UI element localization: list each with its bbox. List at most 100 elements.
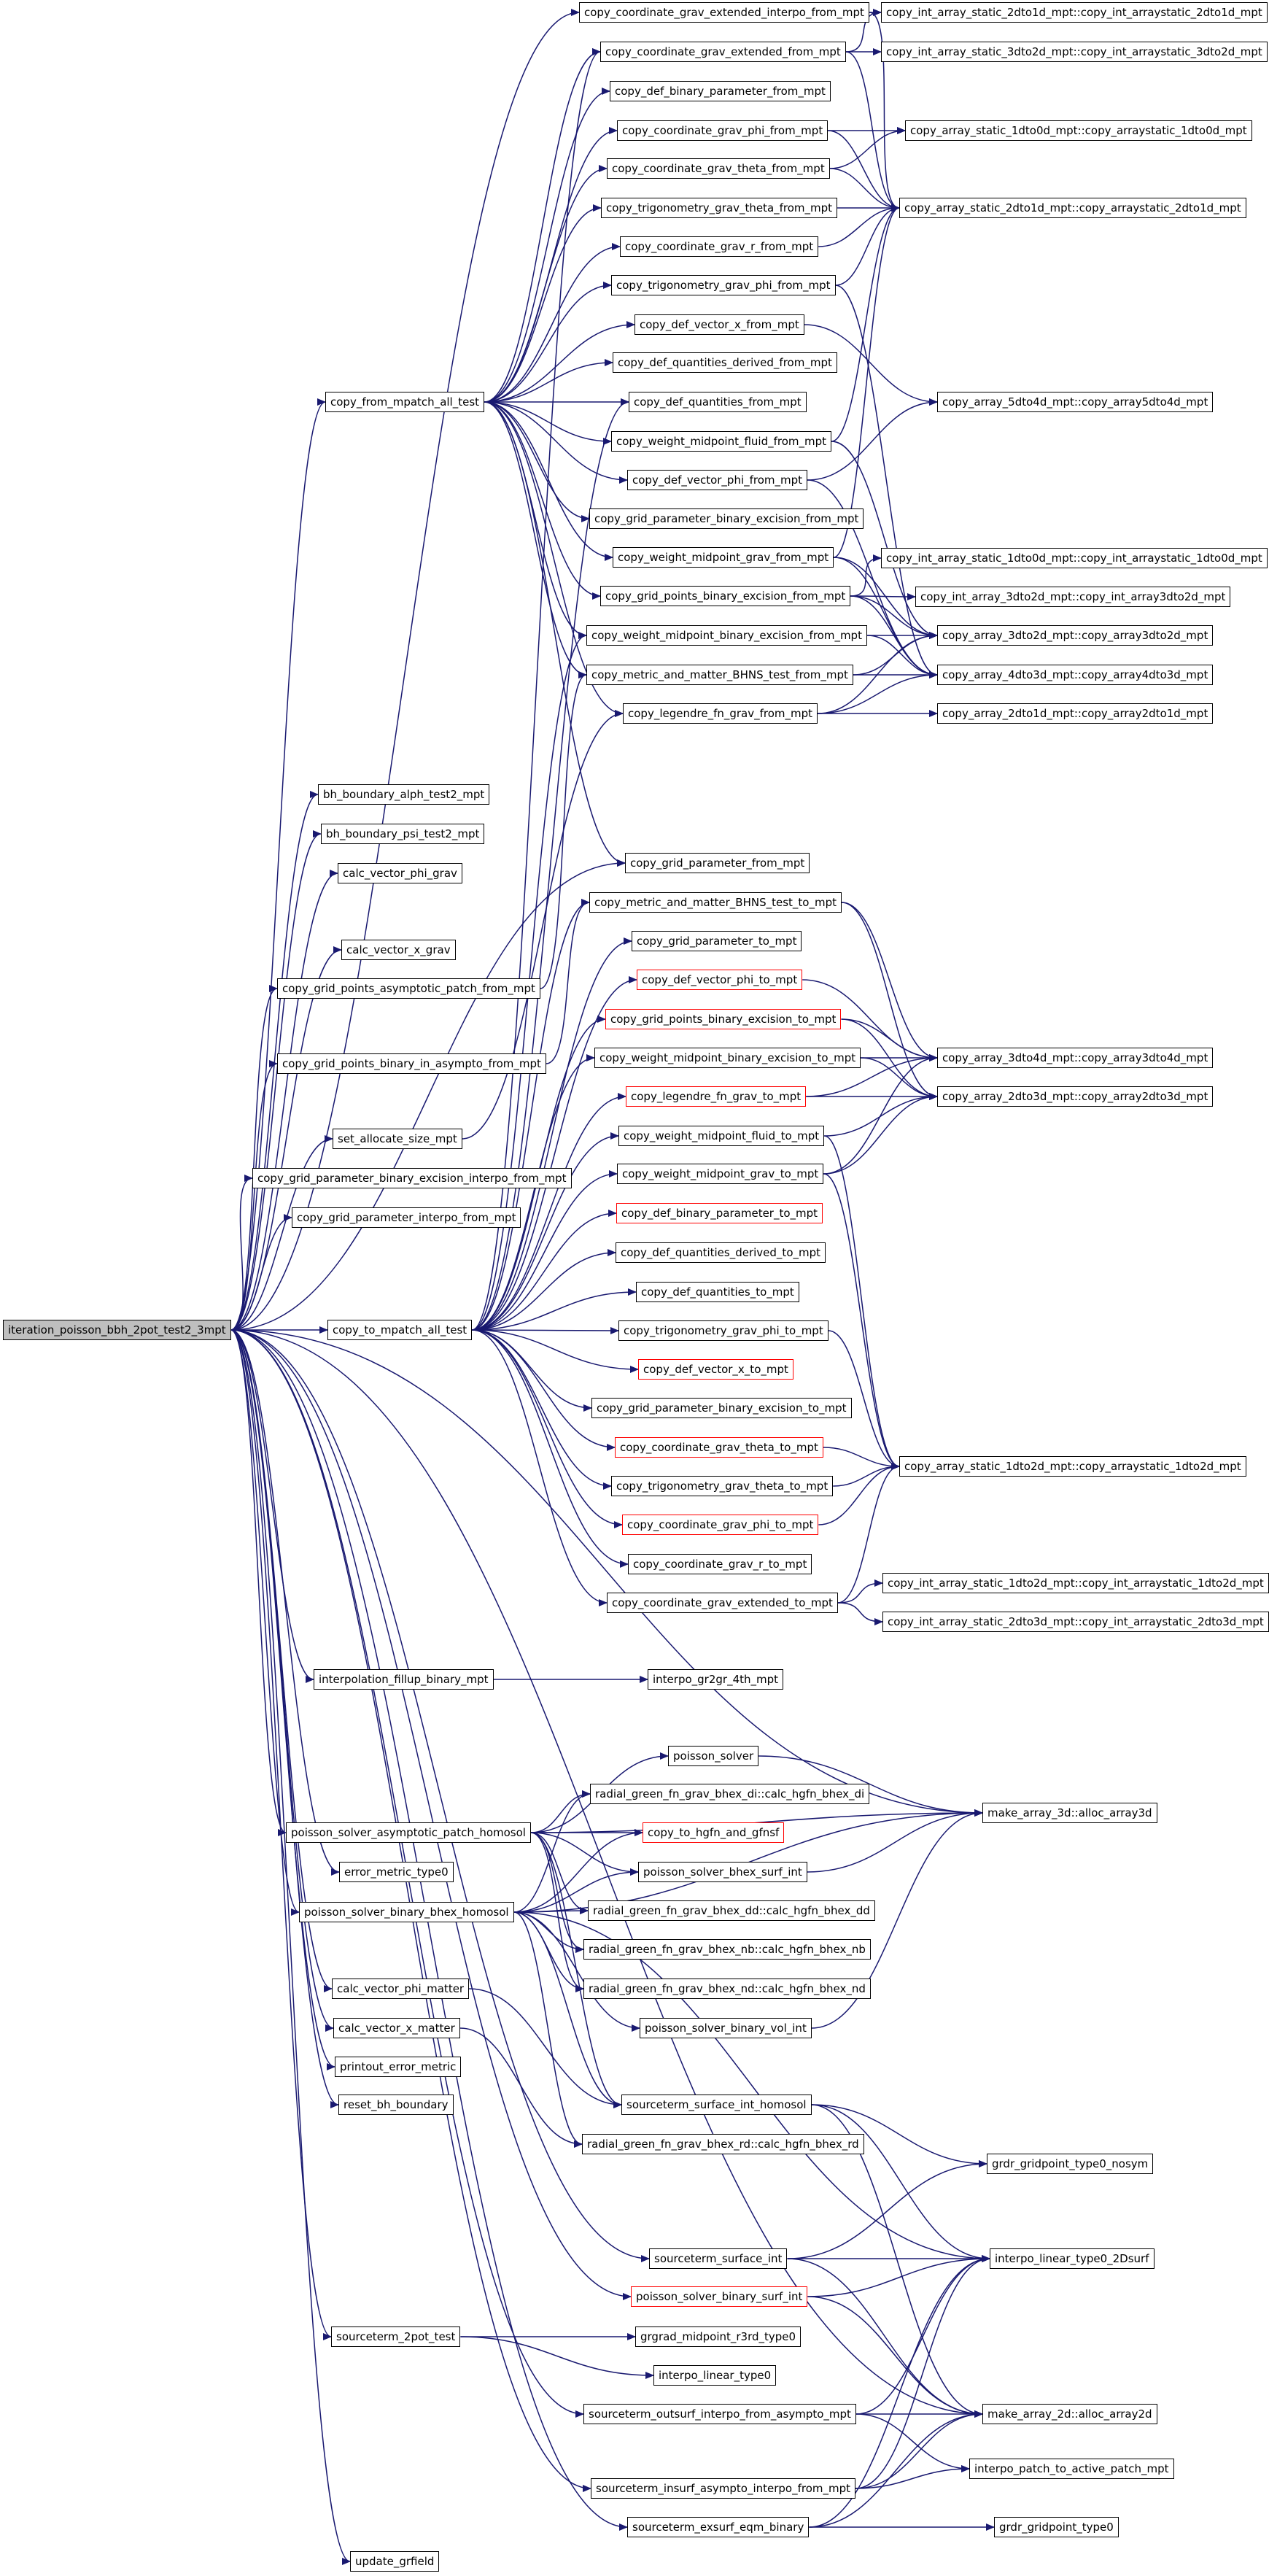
function-node[interactable]: copy_coordinate_grav_r_to_mpt xyxy=(628,1554,812,1574)
function-node[interactable]: copy_metric_and_matter_BHNS_test_to_mpt xyxy=(589,892,842,913)
function-node[interactable]: radial_green_fn_grav_bhex_nd::calc_hgfn_… xyxy=(583,1979,871,1999)
function-node[interactable]: calc_vector_phi_grav xyxy=(338,863,462,883)
function-node[interactable]: copy_int_array_static_2dto3d_mpt::copy_i… xyxy=(882,1612,1269,1632)
function-node[interactable]: copy_coordinate_grav_extended_interpo_fr… xyxy=(579,2,869,23)
function-node[interactable]: copy_def_quantities_to_mpt xyxy=(636,1282,799,1302)
function-node[interactable]: copy_array_3dto4d_mpt::copy_array3dto4d_… xyxy=(937,1048,1214,1068)
function-node[interactable]: copy_array_static_1dto0d_mpt::copy_array… xyxy=(905,120,1252,141)
function-node[interactable]: copy_trigonometry_grav_phi_from_mpt xyxy=(611,275,836,295)
function-node[interactable]: poisson_solver_binary_surf_int xyxy=(631,2286,808,2307)
function-node[interactable]: copy_grid_points_binary_excision_to_mpt xyxy=(605,1009,842,1029)
function-node[interactable]: copy_array_5dto4d_mpt::copy_array5dto4d_… xyxy=(937,392,1214,412)
function-node[interactable]: sourceterm_surface_int_homosol xyxy=(621,2095,812,2115)
function-node[interactable]: copy_grid_points_binary_excision_from_mp… xyxy=(600,586,851,606)
function-node[interactable]: copy_int_array_static_1dto0d_mpt::copy_i… xyxy=(881,548,1268,568)
function-node[interactable]: copy_weight_midpoint_fluid_to_mpt xyxy=(618,1126,825,1146)
function-node[interactable]: copy_coordinate_grav_theta_from_mpt xyxy=(607,158,830,179)
function-node[interactable]: calc_vector_x_grav xyxy=(341,940,456,960)
function-node[interactable]: copy_int_array_3dto2d_mpt::copy_int_arra… xyxy=(915,587,1231,607)
function-node[interactable]: make_array_2d::alloc_array2d xyxy=(982,2404,1157,2424)
function-node[interactable]: copy_to_mpatch_all_test xyxy=(327,1320,473,1340)
function-node[interactable]: make_array_3d::alloc_array3d xyxy=(982,1803,1157,1823)
function-node[interactable]: copy_coordinate_grav_r_from_mpt xyxy=(620,236,819,257)
function-node[interactable]: copy_grid_parameter_binary_excision_from… xyxy=(589,508,864,529)
function-node[interactable]: sourceterm_outsurf_interpo_from_asympto_… xyxy=(583,2404,856,2424)
function-node[interactable]: calc_vector_x_matter xyxy=(333,2018,460,2038)
function-node[interactable]: copy_int_array_static_2dto1d_mpt::copy_i… xyxy=(881,2,1268,23)
function-node[interactable]: copy_grid_parameter_binary_excision_inte… xyxy=(252,1168,572,1188)
function-node[interactable]: copy_grid_points_binary_in_asympto_from_… xyxy=(277,1053,546,1074)
function-node[interactable]: copy_coordinate_grav_phi_to_mpt xyxy=(622,1515,819,1535)
function-node[interactable]: radial_green_fn_grav_bhex_di::calc_hgfn_… xyxy=(590,1784,870,1804)
function-node[interactable]: copy_int_array_static_3dto2d_mpt::copy_i… xyxy=(881,42,1268,62)
function-node[interactable]: sourceterm_exsurf_eqm_binary xyxy=(627,2517,810,2537)
function-node[interactable]: copy_trigonometry_grav_phi_to_mpt xyxy=(618,1320,828,1341)
function-node[interactable]: poisson_solver_binary_vol_int xyxy=(640,2018,812,2038)
root-function-node[interactable]: iteration_poisson_bbh_2pot_test2_3mpt xyxy=(3,1320,231,1340)
function-node[interactable]: poisson_solver_asymptotic_patch_homosol xyxy=(286,1822,531,1843)
function-node[interactable]: interpo_gr2gr_4th_mpt xyxy=(648,1669,784,1690)
function-node[interactable]: copy_weight_midpoint_fluid_from_mpt xyxy=(611,431,832,452)
function-node[interactable]: set_allocate_size_mpt xyxy=(333,1129,462,1149)
function-node[interactable]: interpo_patch_to_active_patch_mpt xyxy=(969,2459,1174,2479)
function-node[interactable]: copy_grid_parameter_to_mpt xyxy=(632,931,802,951)
function-node[interactable]: copy_def_vector_x_from_mpt xyxy=(634,314,804,335)
function-node[interactable]: bh_boundary_psi_test2_mpt xyxy=(321,824,485,844)
function-node[interactable]: copy_to_hgfn_and_gfnsf xyxy=(643,1822,785,1843)
function-node[interactable]: copy_coordinate_grav_theta_to_mpt xyxy=(615,1437,823,1458)
function-node[interactable]: copy_weight_midpoint_binary_excision_fro… xyxy=(586,625,867,646)
function-node[interactable]: sourceterm_insurf_asympto_interpo_from_m… xyxy=(591,2478,856,2499)
function-node[interactable]: reset_bh_boundary xyxy=(338,2095,454,2115)
function-node[interactable]: copy_metric_and_matter_BHNS_test_from_mp… xyxy=(586,665,853,685)
function-node[interactable]: radial_green_fn_grav_bhex_nb::calc_hgfn_… xyxy=(583,1939,871,1960)
function-node[interactable]: radial_green_fn_grav_bhex_rd::calc_hgfn_… xyxy=(582,2134,864,2154)
function-node[interactable]: sourceterm_2pot_test xyxy=(331,2326,461,2347)
function-node[interactable]: copy_def_quantities_derived_from_mpt xyxy=(613,352,837,373)
function-node[interactable]: copy_grid_parameter_from_mpt xyxy=(625,853,810,873)
function-node[interactable]: error_metric_type0 xyxy=(339,1862,454,1882)
function-node[interactable]: copy_coordinate_grav_extended_from_mpt xyxy=(600,42,846,62)
function-node[interactable]: bh_boundary_alph_test2_mpt xyxy=(318,784,490,805)
function-node[interactable]: copy_grid_parameter_binary_excision_to_m… xyxy=(591,1398,852,1418)
function-node[interactable]: copy_def_quantities_derived_to_mpt xyxy=(616,1242,826,1263)
function-node[interactable]: interpo_linear_type0 xyxy=(653,2365,777,2386)
function-node[interactable]: grgrad_midpoint_r3rd_type0 xyxy=(635,2326,802,2347)
function-node[interactable]: poisson_solver_bhex_surf_int xyxy=(638,1862,807,1882)
function-node[interactable]: copy_grid_parameter_interpo_from_mpt xyxy=(292,1207,521,1228)
function-node[interactable]: copy_array_static_1dto2d_mpt::copy_array… xyxy=(899,1456,1246,1477)
function-node[interactable]: copy_grid_points_asymptotic_patch_from_m… xyxy=(277,978,540,999)
function-node[interactable]: radial_green_fn_grav_bhex_dd::calc_hgfn_… xyxy=(588,1900,875,1921)
function-node[interactable]: copy_legendre_fn_grav_from_mpt xyxy=(623,703,818,724)
function-node[interactable]: copy_def_binary_parameter_to_mpt xyxy=(616,1203,823,1223)
function-node[interactable]: copy_def_vector_phi_from_mpt xyxy=(627,470,808,490)
function-node[interactable]: grdr_gridpoint_type0 xyxy=(994,2517,1119,2537)
function-node[interactable]: copy_def_vector_phi_to_mpt xyxy=(637,970,803,990)
function-node[interactable]: copy_trigonometry_grav_theta_from_mpt xyxy=(601,198,838,218)
function-node[interactable]: printout_error_metric xyxy=(335,2057,462,2077)
function-node[interactable]: copy_array_2dto1d_mpt::copy_array2dto1d_… xyxy=(937,703,1214,724)
function-node[interactable]: update_grfield xyxy=(350,2551,440,2572)
function-node[interactable]: poisson_solver_binary_bhex_homosol xyxy=(299,1902,514,1922)
function-node[interactable]: sourceterm_surface_int xyxy=(649,2248,788,2269)
function-node[interactable]: copy_trigonometry_grav_theta_to_mpt xyxy=(611,1476,834,1496)
function-node[interactable]: copy_coordinate_grav_phi_from_mpt xyxy=(617,120,828,141)
function-node[interactable]: copy_weight_midpoint_binary_excision_to_… xyxy=(594,1048,861,1068)
function-node[interactable]: copy_weight_midpoint_grav_from_mpt xyxy=(613,547,834,568)
function-node[interactable]: calc_vector_phi_matter xyxy=(332,1979,470,1999)
function-node[interactable]: grdr_gridpoint_type0_nosym xyxy=(987,2154,1154,2174)
function-node[interactable]: copy_array_2dto3d_mpt::copy_array2dto3d_… xyxy=(937,1086,1214,1107)
function-node[interactable]: poisson_solver xyxy=(668,1746,759,1766)
function-node[interactable]: copy_array_3dto2d_mpt::copy_array3dto2d_… xyxy=(937,625,1214,646)
function-node[interactable]: interpo_linear_type0_2Dsurf xyxy=(990,2248,1154,2269)
function-node[interactable]: copy_legendre_fn_grav_to_mpt xyxy=(626,1086,807,1107)
function-node[interactable]: copy_coordinate_grav_extended_to_mpt xyxy=(607,1593,838,1613)
function-node[interactable]: copy_array_4dto3d_mpt::copy_array4dto3d_… xyxy=(937,665,1214,685)
function-node[interactable]: copy_int_array_static_1dto2d_mpt::copy_i… xyxy=(882,1573,1269,1593)
function-node[interactable]: copy_def_vector_x_to_mpt xyxy=(638,1359,793,1380)
function-node[interactable]: copy_weight_midpoint_grav_to_mpt xyxy=(617,1164,824,1184)
function-node[interactable]: copy_def_quantities_from_mpt xyxy=(629,392,807,412)
function-node[interactable]: copy_from_mpatch_all_test xyxy=(325,392,485,412)
function-node[interactable]: copy_def_binary_parameter_from_mpt xyxy=(610,81,831,101)
function-node[interactable]: copy_array_static_2dto1d_mpt::copy_array… xyxy=(899,198,1246,218)
function-node[interactable]: interpolation_fillup_binary_mpt xyxy=(314,1669,494,1690)
